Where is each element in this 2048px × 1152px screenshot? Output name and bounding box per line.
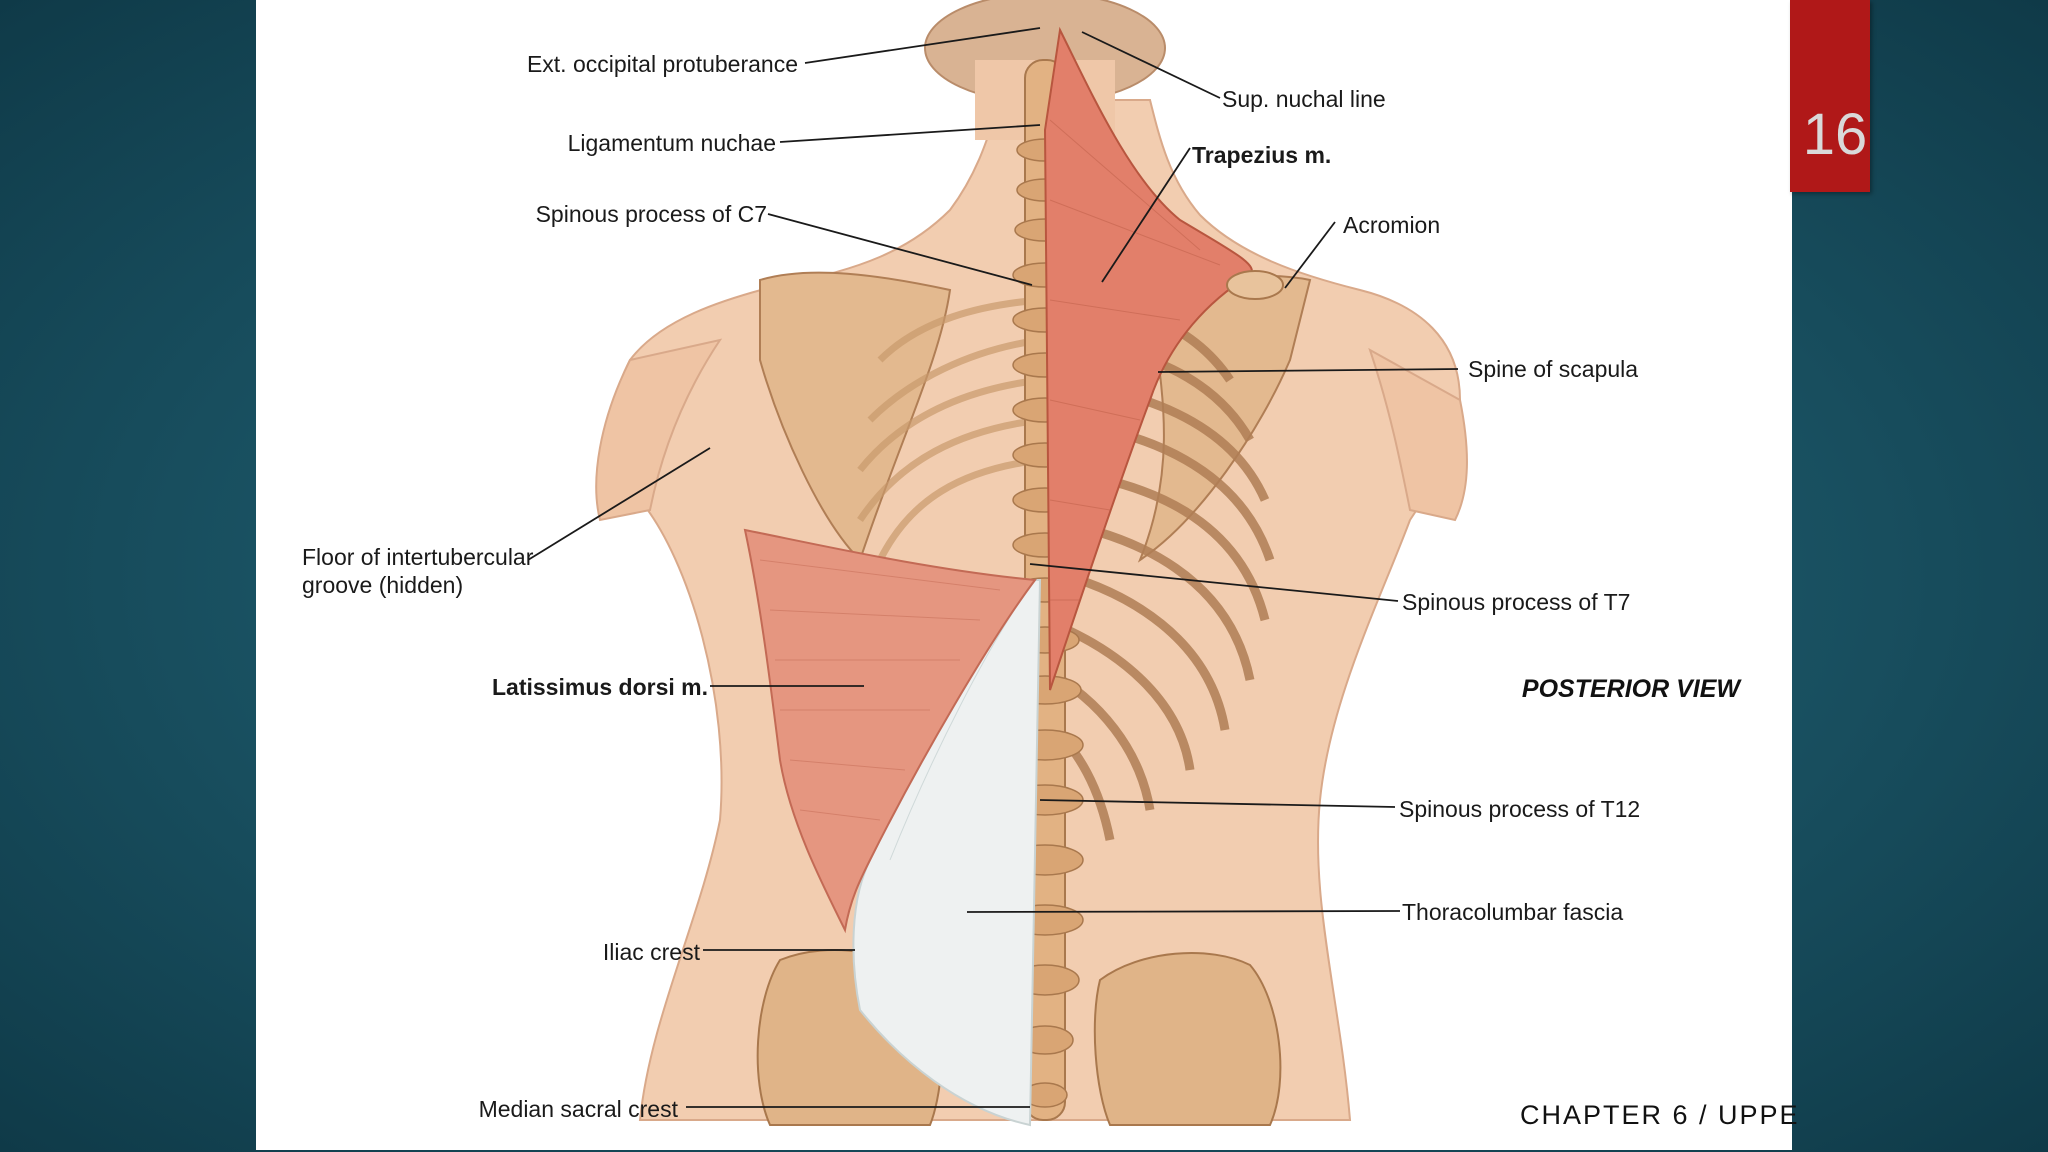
body-illustration [595,0,1468,1127]
latissimus-fibers [759,559,1001,821]
leader-thoracolumbar [966,910,1401,913]
latissimus-dorsi-shape [743,528,1037,934]
chapter-footer: CHAPTER 6 / UPPE [1520,1100,1800,1130]
label-floor-groove-line1: Floor of intertubercular [302,544,534,570]
label-spine-scapula: Spine of scapula [1468,356,1638,382]
leader-spine-scapula [1157,368,1459,373]
leader-acromion [1284,221,1336,289]
left-ribs [857,296,1041,562]
label-latissimus: Latissimus dorsi m. [492,674,708,700]
leader-sup-nuchal [1081,31,1221,99]
page-number-accent [1790,0,1870,192]
acromion-bone [1226,270,1284,300]
label-acromion: Acromion [1343,212,1440,238]
labels: Ext. occipital protuberance Sup. nuchal … [302,51,1800,1130]
leader-ext-occipital [804,27,1041,64]
leader-floor-groove [527,447,711,561]
leader-spinous-t12 [1039,799,1396,808]
leader-lines [527,27,1459,1108]
label-ext-occipital: Ext. occipital protuberance [527,51,798,77]
label-spinous-t12: Spinous process of T12 [1399,796,1640,822]
page-number: 16 [1802,102,1868,167]
leader-spinous-t7 [1029,563,1399,602]
label-spinous-t7: Spinous process of T7 [1402,589,1630,615]
label-floor-groove-line2: groove (hidden) [302,572,463,598]
left-arm [595,338,723,522]
label-posterior-view: POSTERIOR VIEW [1522,675,1742,703]
leader-spinous-c7 [767,213,1033,286]
label-lig-nuchae: Ligamentum nuchae [568,130,776,156]
label-thoracolumbar: Thoracolumbar fascia [1402,899,1623,925]
label-trapezius: Trapezius m. [1192,142,1331,168]
label-iliac-crest: Iliac crest [603,939,701,965]
right-ilium [1093,952,1282,1126]
label-spinous-c7: Spinous process of C7 [536,201,767,227]
leader-lig-nuchae [779,124,1041,143]
label-sup-nuchal: Sup. nuchal line [1222,86,1386,112]
label-median-sacral: Median sacral crest [479,1096,679,1122]
leader-trapezius [1101,147,1191,283]
right-arm [1368,347,1468,522]
